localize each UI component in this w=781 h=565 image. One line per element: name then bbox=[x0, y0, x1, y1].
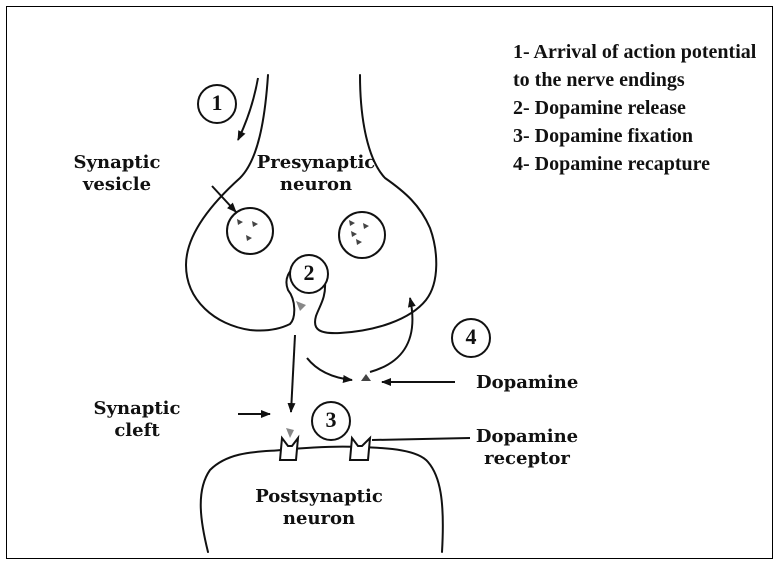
synaptic-cleft-label: Synaptic cleft bbox=[94, 398, 181, 442]
released-dopamine bbox=[296, 301, 306, 311]
step-legend: 1- Arrival of action potential to the ne… bbox=[513, 38, 763, 178]
step-1-number: 1 bbox=[212, 92, 223, 114]
dopamine-receptor-label: Dopamine receptor bbox=[476, 426, 578, 470]
legend-step-1: 1- Arrival of action potential to the ne… bbox=[513, 38, 763, 94]
dopamine-receptor-right bbox=[350, 438, 370, 460]
synaptic-vesicle-label-line2: vesicle bbox=[83, 174, 151, 195]
legend-step-2-text: 2- Dopamine release bbox=[513, 97, 686, 119]
legend-step-4-text: 4- Dopamine recapture bbox=[513, 153, 710, 175]
synaptic-vesicle-label: Synaptic vesicle bbox=[74, 152, 161, 196]
postsynaptic-neuron-label-line2: neuron bbox=[283, 508, 355, 529]
legend-step-3: 3- Dopamine fixation bbox=[513, 122, 763, 150]
legend-step-4: 4- Dopamine recapture bbox=[513, 150, 763, 178]
dopamine-label: Dopamine bbox=[476, 372, 578, 394]
step-3-number: 3 bbox=[326, 409, 337, 431]
dopamine-receptor-label-line1: Dopamine bbox=[476, 426, 578, 447]
vesicle-pointer-arrow bbox=[212, 186, 236, 212]
dopamine-molecule bbox=[361, 374, 371, 381]
dopamine-receptor-left bbox=[280, 428, 298, 460]
legend-step-1-text: 1- Arrival of action potential to the ne… bbox=[513, 38, 763, 94]
synaptic-vesicle-label-line1: Synaptic bbox=[74, 152, 161, 173]
step-2-number: 2 bbox=[304, 262, 315, 284]
step-4-number: 4 bbox=[466, 326, 477, 348]
legend-step-2: 2- Dopamine release bbox=[513, 94, 763, 122]
dopamine-to-cleft-arrow bbox=[307, 358, 352, 380]
postsynaptic-neuron-label: Postsynaptic neuron bbox=[255, 486, 383, 530]
release-arrow bbox=[291, 335, 295, 412]
presynaptic-neuron-label: Presynaptic neuron bbox=[257, 152, 376, 196]
presynaptic-neuron-label-line2: neuron bbox=[280, 174, 352, 195]
dopamine-receptor-label-line2: receptor bbox=[484, 448, 570, 469]
legend-step-3-text: 3- Dopamine fixation bbox=[513, 125, 693, 147]
synaptic-cleft-label-line1: Synaptic bbox=[94, 398, 181, 419]
synaptic-cleft-label-line2: cleft bbox=[114, 420, 159, 441]
recapture-arrow bbox=[370, 298, 412, 372]
presynaptic-neuron-label-line1: Presynaptic bbox=[257, 152, 376, 173]
postsynaptic-neuron-label-line1: Postsynaptic bbox=[255, 486, 383, 507]
synaptic-vesicle-right bbox=[339, 212, 385, 258]
synaptic-vesicle-left bbox=[227, 208, 273, 254]
receptor-pointer-line bbox=[372, 438, 470, 440]
action-potential-arrow bbox=[238, 78, 258, 140]
